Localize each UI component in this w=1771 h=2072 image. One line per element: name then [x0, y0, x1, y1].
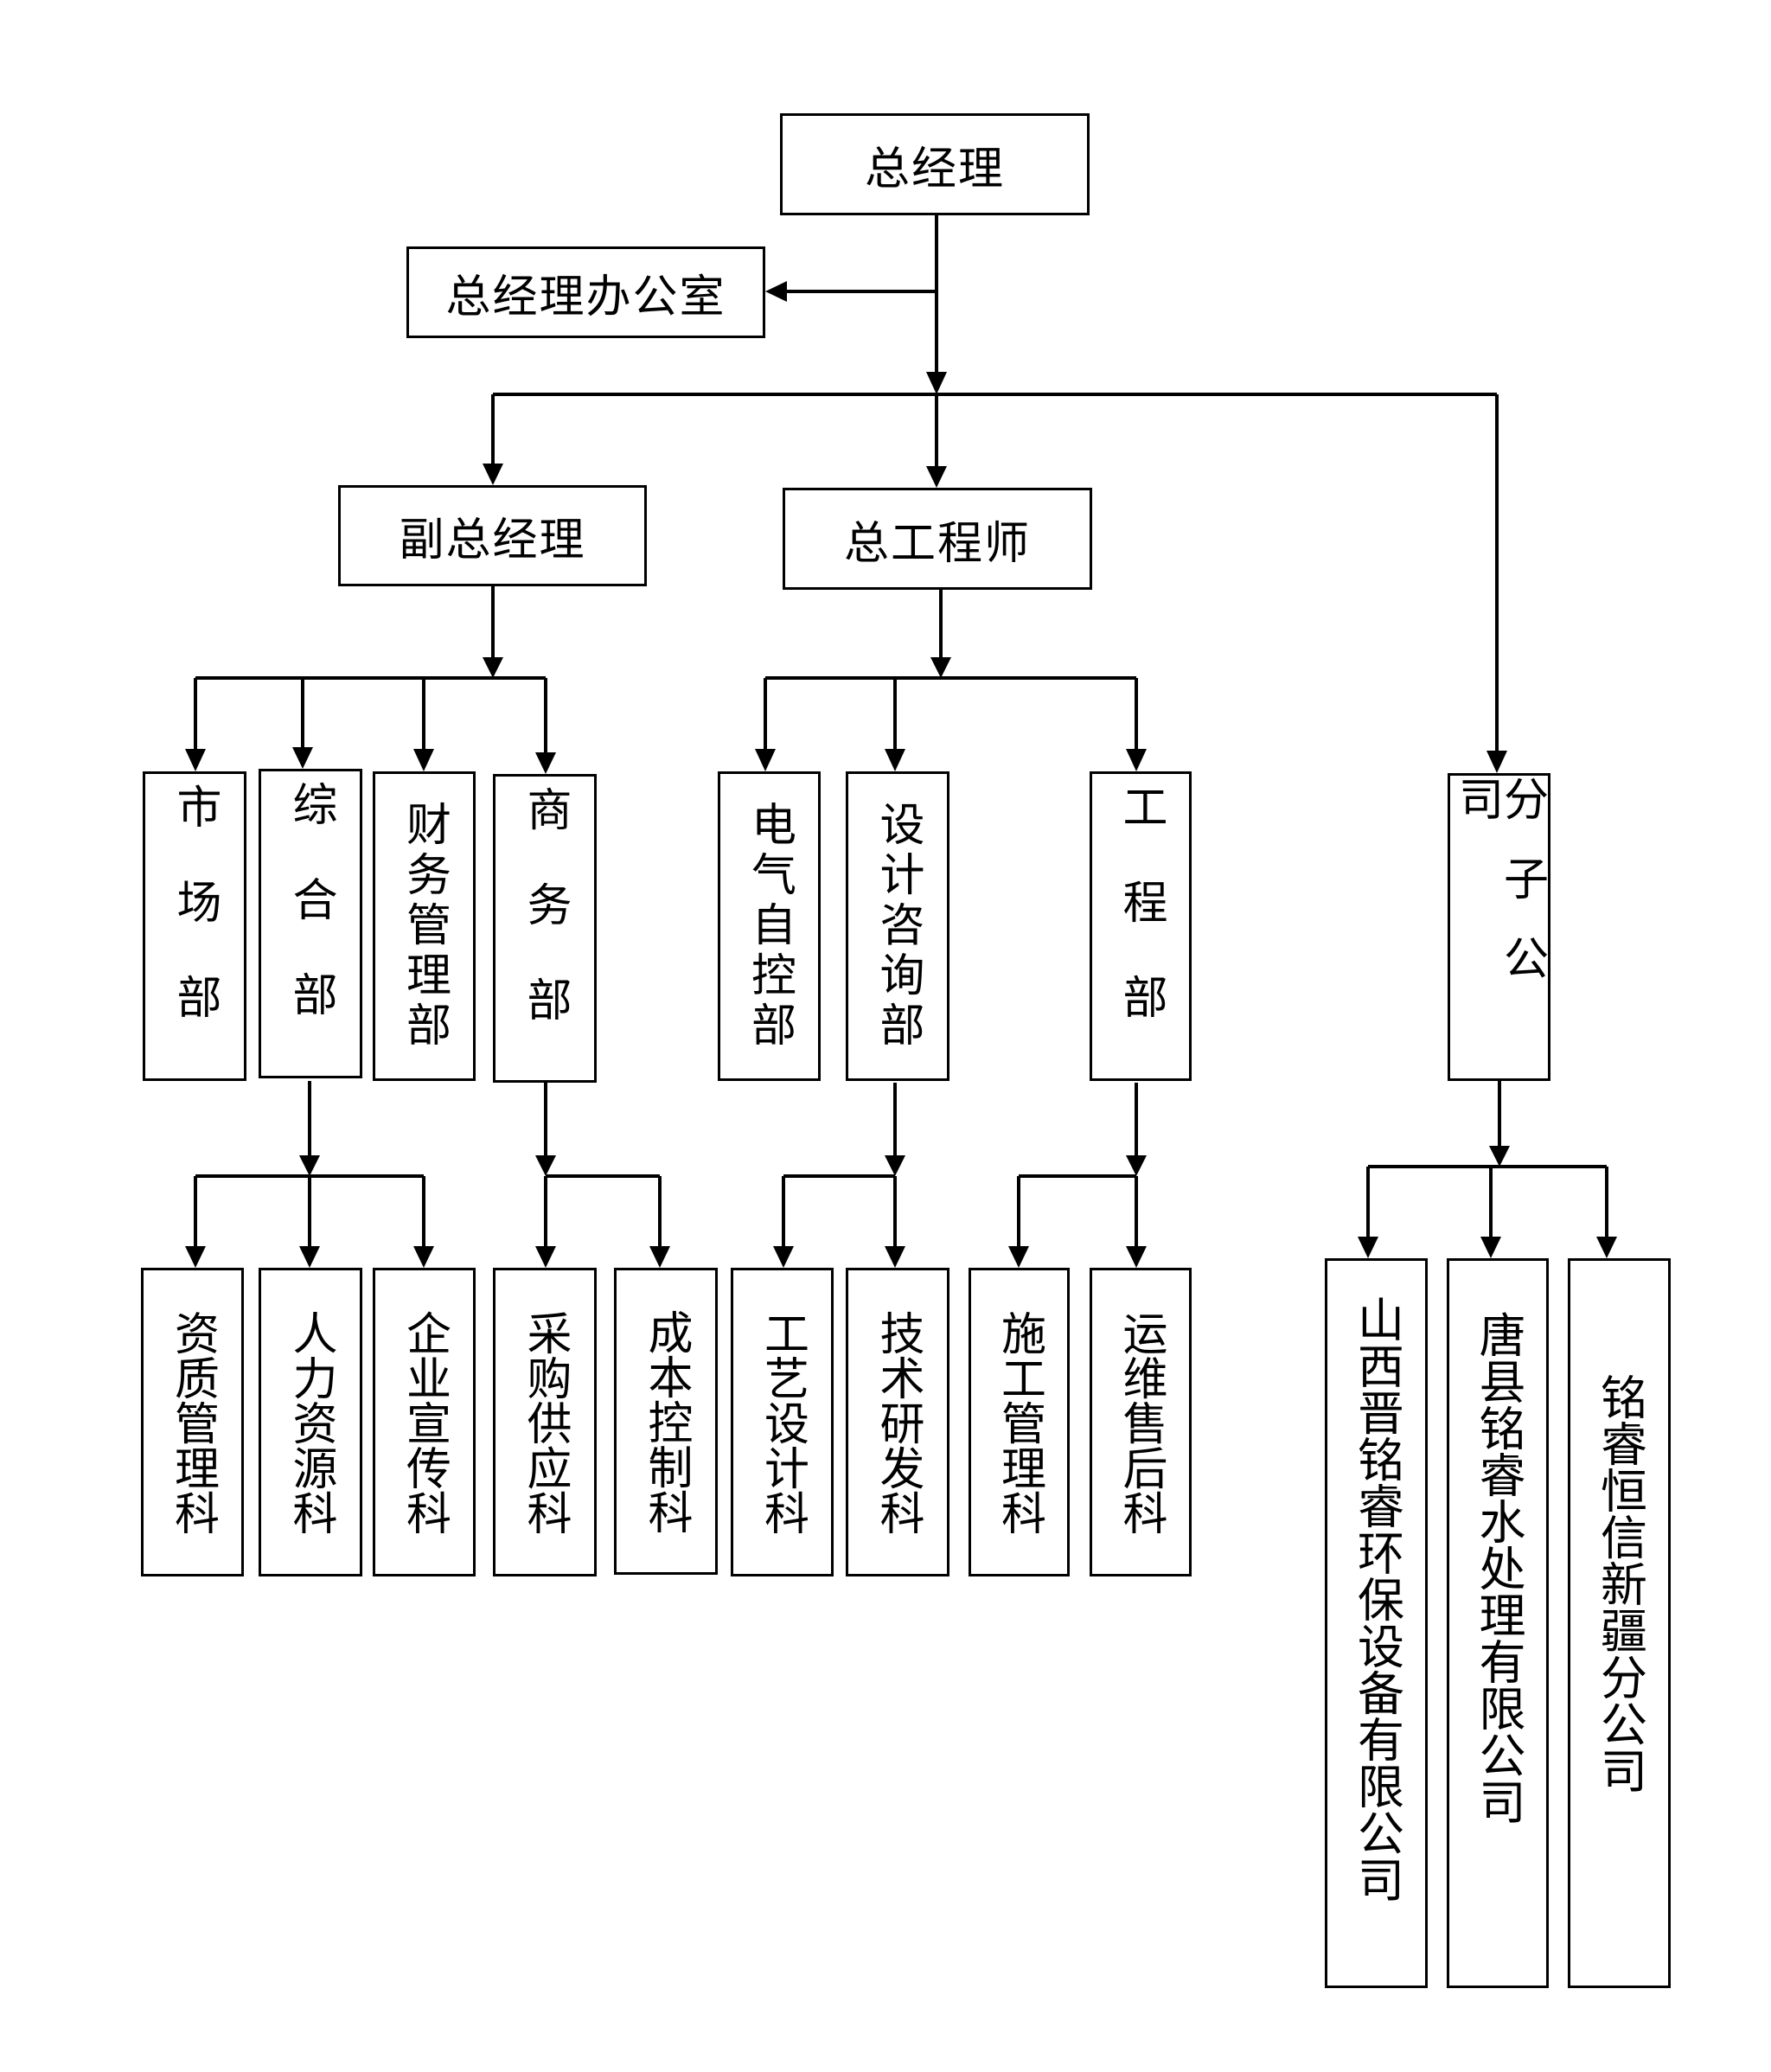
arrow-to-deputy-icon	[483, 464, 503, 485]
connectors	[194, 215, 1608, 1249]
arrow-to-shanxi-icon	[1358, 1237, 1378, 1258]
arrow-to-process-icon	[773, 1246, 794, 1268]
arrow-to-finance-icon	[413, 749, 434, 771]
node-gm-office: 总经理办公室	[406, 246, 765, 338]
node-label: 工程部	[1115, 783, 1167, 1069]
arrow-eng-bus-icon	[1126, 1155, 1147, 1176]
arrow-to-procurement-icon	[535, 1246, 556, 1268]
arrow-to-general-icon	[292, 747, 313, 769]
node-deputy-gm: 副总经理	[338, 485, 647, 586]
arrow-to-rnd-icon	[885, 1246, 905, 1268]
node-label: 总工程师	[843, 517, 1031, 570]
node-label: 运维售后科	[1115, 1309, 1167, 1535]
node-qualification-section: 资质管理科	[141, 1268, 244, 1576]
arrow-to-chief-icon	[926, 466, 947, 488]
node-maintenance-section: 运维售后科	[1090, 1268, 1192, 1576]
arrow-to-office-icon	[765, 281, 787, 302]
node-label: 设计咨询部	[872, 801, 924, 1052]
node-cost-section: 成本控制科	[614, 1268, 718, 1575]
node-label: 总经理办公室	[445, 271, 726, 323]
arrow-to-market-icon	[185, 749, 206, 771]
arrow-to-electrical-icon	[755, 749, 776, 771]
arrow-to-cost-icon	[649, 1246, 670, 1268]
arrow-to-branches-icon	[1486, 751, 1507, 773]
node-chief-engineer: 总工程师	[783, 488, 1092, 590]
node-general-manager: 总经理	[780, 113, 1090, 215]
node-general-affairs-dept: 综合部	[259, 769, 362, 1078]
node-label: 山西晋铭睿环保设备有限公司	[1349, 1295, 1404, 1903]
node-label: 铭睿恒信新疆分公司	[1592, 1373, 1647, 1794]
arrow-branches-bus-icon	[1489, 1146, 1510, 1167]
arrow-to-qualification-icon	[185, 1246, 206, 1268]
node-market-dept: 市场部	[143, 771, 246, 1081]
node-label: 技术研发科	[872, 1309, 924, 1535]
arrow-to-tangxian-icon	[1480, 1237, 1501, 1258]
node-sub-shanxi: 山西晋铭睿环保设备有限公司	[1325, 1258, 1428, 1988]
arrow-business-bus-icon	[535, 1155, 556, 1176]
node-label: 财务管理部	[398, 801, 451, 1052]
node-label: 商务部	[519, 785, 571, 1071]
node-label: 唐县铭睿水处理有限公司	[1471, 1311, 1525, 1825]
node-rnd-section: 技术研发科	[846, 1268, 949, 1576]
node-label: 人力资源科	[285, 1309, 336, 1535]
node-label: 资质管理科	[166, 1309, 219, 1535]
arrow-to-engineering-icon	[1126, 749, 1147, 771]
arrow-general-bus-icon	[299, 1155, 320, 1176]
node-electrical-dept: 电气自控部	[718, 771, 821, 1081]
arrow-to-design-icon	[885, 749, 905, 771]
node-label: 成本控制科	[640, 1308, 692, 1534]
node-label: 采购供应科	[519, 1309, 571, 1535]
node-design-dept: 设计咨询部	[846, 771, 949, 1081]
node-label: 电气自控部	[743, 801, 796, 1052]
node-business-dept: 商务部	[493, 774, 597, 1083]
node-label: 分子公司	[1450, 776, 1548, 1014]
arrow-deputy-bus-icon	[483, 657, 503, 678]
node-construction-section: 施工管理科	[969, 1268, 1070, 1576]
node-sub-xinjiang: 铭睿恒信新疆分公司	[1568, 1258, 1671, 1988]
arrow-to-xinjiang-icon	[1596, 1237, 1617, 1258]
arrow-design-bus-icon	[885, 1155, 905, 1176]
node-finance-dept: 财务管理部	[373, 771, 476, 1081]
node-label: 总经理	[864, 143, 1005, 195]
node-publicity-section: 企业宣传科	[373, 1268, 476, 1576]
arrow-to-hr-icon	[299, 1246, 320, 1268]
node-label: 工艺设计科	[756, 1309, 809, 1535]
node-label: 企业宣传科	[398, 1309, 451, 1535]
node-label: 市场部	[169, 783, 221, 1069]
node-label: 综合部	[285, 781, 336, 1066]
node-sub-tangxian: 唐县铭睿水处理有限公司	[1447, 1258, 1549, 1988]
node-label: 施工管理科	[993, 1309, 1045, 1535]
node-procurement-section: 采购供应科	[493, 1268, 597, 1576]
arrow-to-business-icon	[535, 752, 556, 774]
node-label: 副总经理	[399, 515, 586, 566]
node-hr-section: 人力资源科	[259, 1268, 362, 1576]
arrowheads	[185, 281, 1617, 1268]
arrow-to-construction-icon	[1008, 1246, 1029, 1268]
arrow-to-maintenance-icon	[1126, 1246, 1147, 1268]
arrow-to-publicity-icon	[413, 1246, 434, 1268]
node-branches: 分子公司	[1448, 773, 1550, 1081]
arrow-chief-bus-icon	[930, 657, 951, 678]
arrow-to-bus-icon	[926, 372, 947, 394]
node-process-design-section: 工艺设计科	[731, 1268, 834, 1576]
node-engineering-dept: 工程部	[1090, 771, 1192, 1081]
